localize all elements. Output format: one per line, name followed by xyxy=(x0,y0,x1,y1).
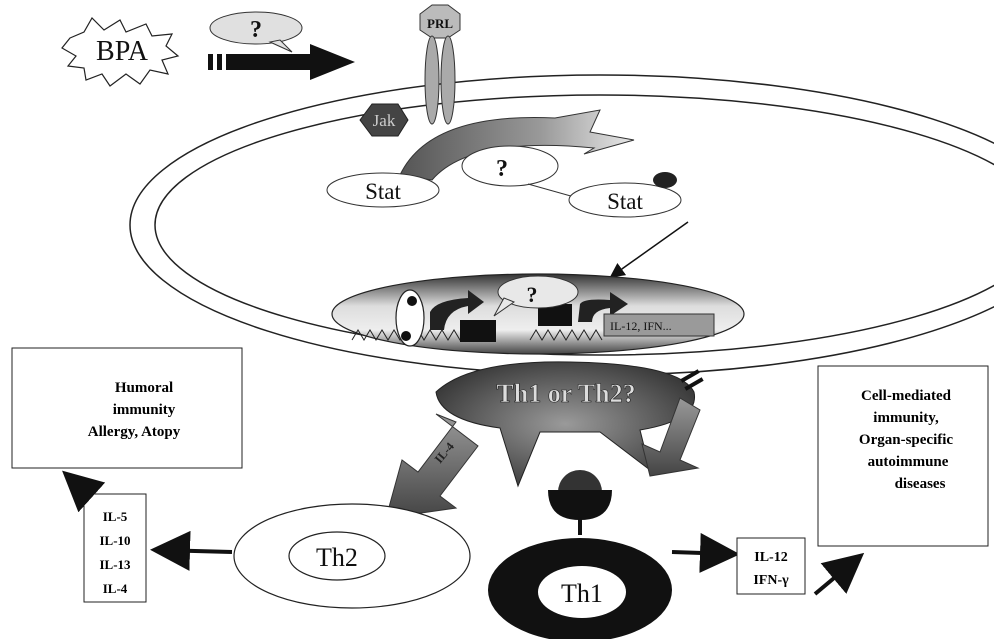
th1-cytokine-box: IL-12 IFN-γ xyxy=(736,537,806,595)
decision-label: Th1 or Th2? xyxy=(496,379,635,408)
cellular-line: Cell-mediated xyxy=(861,388,952,404)
stat-left-label: Stat xyxy=(365,179,401,204)
humoral-line: Humoral xyxy=(115,380,173,396)
cellular-line: Organ-specific xyxy=(859,432,953,448)
bpa-signal-arrow xyxy=(208,44,355,80)
bpa-unknown-bubble: ? xyxy=(209,11,303,53)
gene-box-2 xyxy=(538,304,572,326)
th1-to-cytokines-arrow xyxy=(671,532,740,573)
humoral-line: immunity xyxy=(113,402,176,418)
th1-label: Th1 xyxy=(561,579,603,608)
th1-signal-arrow xyxy=(641,369,704,477)
nucleus-unknown-mark: ? xyxy=(527,282,538,307)
cellular-line: diseases xyxy=(895,476,946,492)
prl-label: PRL xyxy=(427,16,453,31)
gene-box-1 xyxy=(460,320,496,342)
cytokines-to-humoral-arrow xyxy=(62,470,106,513)
phosphorylation-arrow xyxy=(399,109,635,181)
th2-cytokine: IL-5 xyxy=(103,509,128,524)
jak-kinase: Jak xyxy=(359,103,409,137)
stat-unknown-bubble: ? xyxy=(461,145,586,201)
bpa-unknown-mark: ? xyxy=(250,17,262,43)
stat-to-nucleus-arrow xyxy=(609,221,689,278)
bpa-burst: BPA xyxy=(61,17,180,87)
cellular-outcome-box: Cell-mediated immunity, Organ-specific a… xyxy=(817,365,989,547)
th1-cell: Th1 xyxy=(488,470,672,642)
cellular-line: autoimmune xyxy=(868,454,949,470)
il4-arrow: IL-4 xyxy=(385,413,479,519)
th2-cytokine: IL-4 xyxy=(103,581,128,596)
cytokines-to-cellular-arrow xyxy=(813,552,865,596)
th1-th2-decision: Th1 or Th2? xyxy=(435,361,696,488)
stat-unknown-mark: ? xyxy=(496,156,508,182)
th1-cytokine: IFN-γ xyxy=(753,573,789,588)
humoral-outcome-box: Humoral immunity Allergy, Atopy xyxy=(11,347,243,469)
stat-left: Stat xyxy=(326,172,440,208)
th2-cytokine: IL-10 xyxy=(99,533,130,548)
th2-label: Th2 xyxy=(316,543,358,572)
gene-products-label: IL-12, IFN... xyxy=(610,319,672,333)
gene-products-box xyxy=(603,313,715,337)
th2-to-cytokines-arrow xyxy=(150,530,233,571)
nucleus: IL-12, IFN... ? xyxy=(331,273,745,355)
stat-right-label: Stat xyxy=(607,189,643,214)
humoral-line: Allergy, Atopy xyxy=(88,424,181,440)
th2-cytokine: IL-13 xyxy=(99,557,131,572)
stat-right: Stat xyxy=(568,172,682,218)
prl-receptor: PRL xyxy=(419,4,461,125)
cell-inner-membrane xyxy=(154,94,994,356)
th1-cytokine: IL-12 xyxy=(754,550,787,565)
cellular-line: immunity, xyxy=(873,410,939,426)
bpa-label: BPA xyxy=(96,36,149,67)
th2-cell: Th2 xyxy=(233,503,471,609)
phosphate-dot xyxy=(653,172,677,188)
jak-label: Jak xyxy=(373,111,396,130)
th2-cytokine-box: IL-5 IL-10 IL-13 IL-4 xyxy=(83,493,147,603)
